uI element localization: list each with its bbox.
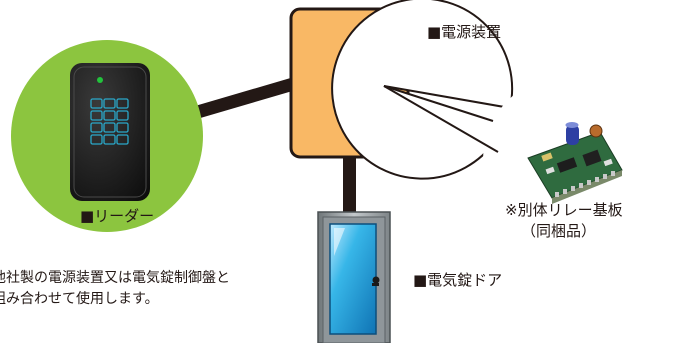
reader-label: ■リーダー	[80, 207, 155, 225]
usage-note-line1: 他社製の電源装置又は電気錠制御盤と	[0, 270, 230, 286]
usage-note-line2: 組み合わせて使用します。	[0, 291, 159, 307]
door-label: ■電気錠ドア	[413, 271, 503, 289]
relay-label-line1: ※別体リレー基板	[505, 201, 623, 219]
reader-led-icon	[97, 77, 103, 83]
keypad-reader-icon	[70, 63, 150, 201]
keypad-grid	[90, 98, 129, 145]
usage-note: 他社製の電源装置又は電気錠制御盤と 組み合わせて使用します。	[0, 268, 322, 310]
cable-power-to-door	[343, 155, 356, 215]
relay-board-icon	[527, 122, 623, 204]
power-supply-label: ■電源装置	[427, 23, 502, 41]
door-knob-icon	[372, 276, 380, 284]
electric-lock-door-icon	[317, 211, 391, 344]
relay-label-line2: （同梱品）	[521, 222, 597, 240]
